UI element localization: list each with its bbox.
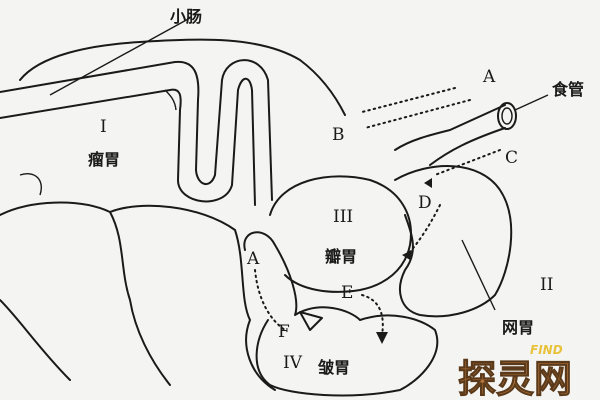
label-reticulum: 网胃 (502, 318, 534, 337)
arrow-d-path (409, 204, 441, 253)
arrowhead-c (424, 178, 432, 188)
arrow-f-path (254, 269, 286, 331)
arrow-b-path (364, 99, 471, 129)
label-esophagus: 食管 (551, 80, 584, 99)
rumen-crease (19, 89, 177, 196)
marker-a-left: A (246, 249, 260, 269)
arrow-c-path (434, 149, 501, 176)
esophagus-leader (514, 94, 549, 111)
label-reticulum-numeral: II (540, 275, 553, 295)
label-abomasum: 皱胃 (317, 358, 350, 377)
rumen-lower-lobes (0, 201, 276, 391)
marker-d: D (418, 193, 432, 213)
marker-c: C (505, 148, 518, 168)
marker-f: F (278, 322, 290, 342)
watermark-logo: 探灵网 (458, 357, 572, 400)
marker-a-top: A (482, 67, 496, 87)
abomasum-valve (299, 311, 323, 331)
marker-b: B (332, 125, 345, 145)
small-intestine-tube (0, 59, 273, 206)
watermark-sub: FIND (530, 343, 563, 357)
marker-e: E (341, 283, 353, 303)
label-rumen-numeral: I (100, 117, 107, 137)
esophagus-opening (497, 102, 517, 130)
label-abomasum-numeral: IV (283, 353, 303, 373)
esophagus-tube (394, 104, 506, 166)
small-intestine-leader (49, 17, 191, 96)
abomasum-outline (243, 231, 439, 397)
arrowhead-d (402, 250, 412, 260)
omasum-outline (269, 175, 412, 293)
label-rumen: 瘤胃 (88, 150, 120, 169)
label-omasum-numeral: III (333, 207, 353, 227)
arrow-a-path (361, 87, 456, 113)
rumen-outline (19, 38, 346, 116)
arrow-e-path (361, 294, 384, 336)
label-small-intestine: 小肠 (170, 7, 202, 26)
reticulum-fold (461, 239, 496, 311)
reticulum-outline (394, 165, 513, 318)
arrowhead-e (376, 332, 388, 344)
esophagus-inner (501, 107, 513, 125)
label-omasum: 瓣胃 (325, 247, 357, 266)
